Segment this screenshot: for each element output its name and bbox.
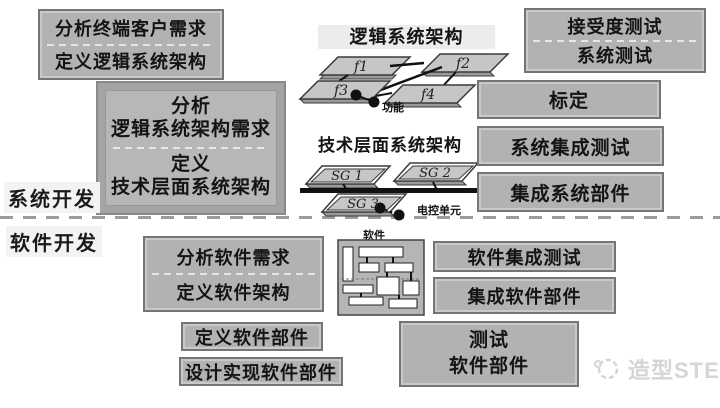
box-divider	[47, 43, 215, 46]
software-diagram-label: 软件	[363, 230, 385, 242]
box-analyze-software-requirements: 分析软件需求 定义软件架构	[143, 236, 324, 312]
box-divider	[533, 39, 697, 42]
box-cell: 定义 技术层面系统架构	[106, 149, 276, 205]
box-divider	[152, 273, 315, 275]
phase-separator-dashed-line	[0, 216, 720, 219]
plate-label-f4: f4	[420, 87, 435, 103]
box-divider	[112, 147, 270, 149]
technical-architecture-illustration: SG 1 SG 2 SG 3 电控单元	[300, 162, 492, 221]
function-label: 功能	[382, 100, 404, 114]
cell-line: 技术层面系统架构	[110, 177, 271, 198]
cell-line: 软件部件	[448, 356, 529, 377]
plate-label-f3: f3	[333, 83, 348, 99]
box-define-software-components: 定义软件部件	[181, 322, 323, 351]
box-row: 接受度测试	[567, 16, 663, 37]
box-system-integration-test: 系统集成测试	[477, 126, 664, 166]
box-design-implement-software-components: 设计实现软件部件	[179, 357, 343, 386]
plate-label-sg1: SG 1	[331, 169, 363, 184]
box-analyze-customer-requirements: 分析终端客户需求 定义逻辑系统架构	[38, 9, 224, 80]
label-system-development: 系统开发	[4, 182, 100, 213]
ecu-label: 电控单元	[417, 203, 461, 217]
cell-line: 定义	[170, 154, 211, 176]
software-blocks-illustration	[337, 239, 425, 316]
label-software-development: 软件开发	[6, 226, 102, 257]
watermark-text: 造型STE	[628, 358, 720, 383]
box-integrate-system-components: 集成系统部件	[477, 172, 664, 212]
watermark: 造型STE	[592, 353, 720, 385]
box-acceptance-test: 接受度测试 系统测试	[524, 8, 706, 73]
box-row: 定义逻辑系统架构	[55, 51, 207, 72]
box-test-software-components: 测试 软件部件	[399, 321, 579, 387]
box-cell: 分析 逻辑系统架构需求	[106, 91, 276, 147]
box-row: 分析软件需求	[176, 247, 291, 268]
watermark-sheep-icon	[594, 358, 619, 380]
box-calibration: 标定	[477, 80, 661, 119]
plate-label-sg3: SG 3	[347, 197, 379, 212]
cell-line: 分析	[170, 96, 211, 118]
box-row: 分析终端客户需求	[55, 19, 207, 40]
plate-label-f2: f2	[455, 56, 470, 72]
logical-architecture-illustration: f1 f2 f3 f4 功能	[298, 53, 510, 114]
plate-label-f1: f1	[353, 59, 368, 75]
plate-label-sg2: SG 2	[419, 166, 451, 181]
box-integrate-software-components: 集成软件部件	[433, 277, 616, 314]
cell-line: 逻辑系统架构需求	[110, 119, 271, 140]
box-software-integration-test: 软件集成测试	[433, 241, 616, 272]
box-row: 系统测试	[577, 46, 653, 67]
title-logical-system-architecture: 逻辑系统架构	[318, 25, 495, 49]
box-row: 定义软件架构	[176, 282, 291, 303]
box-analyze-define-architecture: 分析 逻辑系统架构需求 定义 技术层面系统架构	[96, 81, 286, 215]
title-technical-system-architecture: 技术层面系统架构	[318, 136, 462, 155]
cell-line: 测试	[468, 330, 509, 352]
